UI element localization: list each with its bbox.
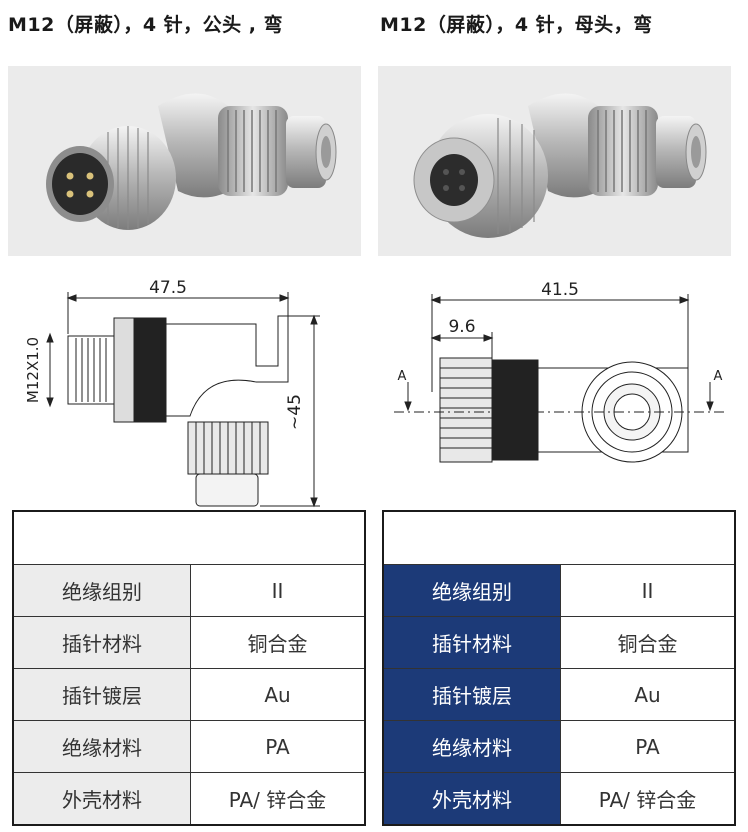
spec-label: 绝缘材料 <box>384 721 561 772</box>
table-row: 插针镀层 Au <box>384 669 734 721</box>
right-spec-table: 绝缘组别 II 插针材料 铜合金 插针镀层 Au 绝缘材料 PA 外壳材料 PA… <box>382 510 736 826</box>
table-row: 绝缘组别 II <box>14 565 364 617</box>
left-spec-header <box>14 512 364 565</box>
female-connector-image <box>413 93 707 238</box>
left-technical-drawing: 47.5 M12X1.0 ~45 <box>20 272 340 516</box>
right-section-label-left: A <box>398 369 407 384</box>
left-spec-table: 绝缘组别 II 插针材料 铜合金 插针镀层 Au 绝缘材料 PA 外壳材料 PA… <box>12 510 366 826</box>
spec-value: 铜合金 <box>617 632 678 656</box>
spec-label: 插针材料 <box>384 617 561 668</box>
table-row: 绝缘组别 II <box>384 565 734 617</box>
table-row: 插针材料 铜合金 <box>14 617 364 669</box>
right-front-dimension: 9.6 <box>448 317 475 337</box>
table-row: 插针材料 铜合金 <box>384 617 734 669</box>
spec-value: II <box>641 578 654 603</box>
left-height-dimension: ~45 <box>285 394 305 430</box>
spec-value: PA <box>265 734 290 759</box>
spec-label: 外壳材料 <box>14 773 191 824</box>
spec-value: PA/ 锌合金 <box>228 788 327 812</box>
table-row: 外壳材料 PA/ 锌合金 <box>384 773 734 824</box>
right-product-title: M12（屏蔽），4 针，母头，弯 <box>380 14 653 36</box>
right-spec-header <box>384 512 734 565</box>
spec-label: 插针材料 <box>14 617 191 668</box>
spec-label: 绝缘材料 <box>14 721 191 772</box>
right-technical-drawing: 41.5 9.6 A A <box>388 272 738 496</box>
left-product-title: M12（屏蔽），4 针，公头 , 弯 <box>8 14 284 36</box>
spec-value: Au <box>264 682 291 707</box>
left-width-dimension: 47.5 <box>149 278 187 298</box>
spec-label: 绝缘组别 <box>14 565 191 616</box>
table-row: 插针镀层 Au <box>14 669 364 721</box>
right-product-photo <box>378 66 731 256</box>
male-connector-image <box>46 93 337 230</box>
spec-value: PA <box>635 734 660 759</box>
table-row: 外壳材料 PA/ 锌合金 <box>14 773 364 824</box>
spec-label: 插针镀层 <box>14 669 191 720</box>
spec-label: 插针镀层 <box>384 669 561 720</box>
spec-label: 外壳材料 <box>384 773 561 824</box>
right-width-dimension: 41.5 <box>541 280 579 300</box>
spec-label: 绝缘组别 <box>384 565 561 616</box>
female-dimension-drawing: 41.5 9.6 A A <box>394 280 728 463</box>
spec-value: PA/ 锌合金 <box>598 788 697 812</box>
table-row: 绝缘材料 PA <box>14 721 364 773</box>
left-thread-dimension: M12X1.0 <box>24 337 42 403</box>
right-section-label-right: A <box>714 369 723 384</box>
table-row: 绝缘材料 PA <box>384 721 734 773</box>
male-dimension-drawing: 47.5 M12X1.0 ~45 <box>24 278 320 508</box>
spec-value: II <box>271 578 284 603</box>
left-product-photo <box>8 66 361 256</box>
spec-value: Au <box>634 682 661 707</box>
spec-value: 铜合金 <box>247 632 308 656</box>
